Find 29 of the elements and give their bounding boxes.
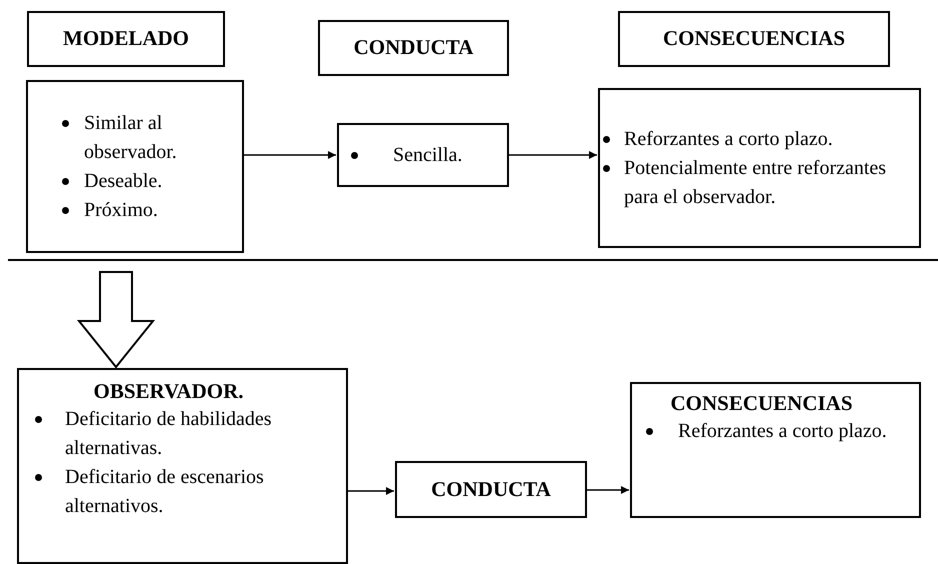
arrow [509,151,597,159]
text-box [337,123,509,187]
text-box [630,382,921,518]
arrow [244,151,336,159]
bullet-item: Reforzantes a corto plazo. [648,417,915,446]
heading: CONDUCTA [354,34,474,62]
heading-box [618,11,890,67]
arrow [348,487,394,495]
bullet-item: Próximo. [36,196,234,224]
text-box [26,80,244,253]
bullet-item: Deseable. [36,166,234,196]
bullet-item: Deficitario de habilidades alternativas. [35,405,342,464]
heading-box [395,461,587,518]
bullet-item: Potencialmente entre reforzantes para el observador. [604,154,915,212]
arrow [587,486,629,494]
heading: OBSERVADOR. [94,378,244,405]
heading: CONDUCTA [431,476,551,503]
bullet-item: Similar al observador. [36,108,234,166]
heading-box [27,11,225,67]
heading: CONSECUENCIAS [662,25,846,52]
bullet-item: Deficitario de escenarios alternativos. [35,463,342,522]
block-arrow [76,271,156,369]
text-box [598,88,921,248]
bullet-item: Reforzantes a corto plazo. [604,124,915,154]
heading: CONSECUENCIAS [670,390,853,417]
heading-box [318,20,509,76]
bullet-item: Sencilla. [347,140,499,170]
heading: MODELADO [63,25,189,52]
text-box [17,368,348,564]
